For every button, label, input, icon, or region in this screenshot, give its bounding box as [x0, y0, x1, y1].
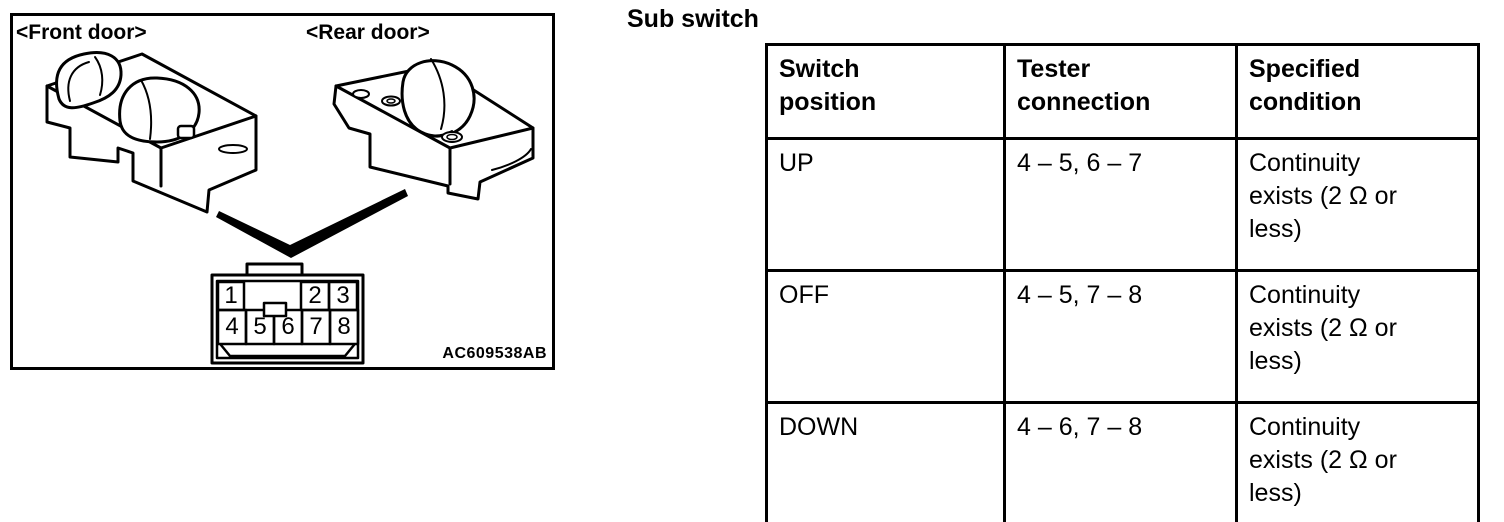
table-row-off: OFF 4 – 5, 7 – 8 Continuity exists (2 Ω …: [765, 269, 1480, 404]
rear-door-switch-drawing: [332, 58, 535, 201]
rear-door-label: <Rear door>: [306, 21, 430, 44]
pointer-chevron: [216, 189, 408, 258]
table-header-row: Switch position Tester connection Specif…: [765, 43, 1480, 140]
connector-pin-6: 6: [281, 313, 295, 340]
connector-pin-4: 4: [225, 313, 239, 340]
connector-pin-2: 2: [308, 282, 322, 309]
cell-connection: 4 – 6, 7 – 8: [1003, 401, 1238, 522]
sub-switch-spec-table: Switch position Tester connection Specif…: [765, 43, 1480, 522]
cell-condition: Continuity exists (2 Ω or less): [1235, 137, 1480, 272]
connector-diagram: [210, 262, 365, 365]
cell-condition: Continuity exists (2 Ω or less): [1235, 269, 1480, 404]
connector-pin-5: 5: [253, 313, 267, 340]
cell-position: OFF: [765, 269, 1006, 404]
connector-pin-7: 7: [309, 313, 323, 340]
figure-code: AC609538AB: [442, 345, 547, 362]
header-switch-position: Switch position: [765, 43, 1006, 140]
header-specified-condition: Specified condition: [1235, 43, 1480, 140]
section-title: Sub switch: [627, 5, 759, 33]
cell-position: UP: [765, 137, 1006, 272]
cell-position: DOWN: [765, 401, 1006, 522]
header-tester-connection: Tester connection: [1003, 43, 1238, 140]
switch-line-art: [45, 51, 535, 365]
connector-pin-3: 3: [336, 282, 350, 309]
connector-pin-8: 8: [337, 313, 351, 340]
front-door-switch-drawing: [45, 51, 258, 214]
table-row-up: UP 4 – 5, 6 – 7 Continuity exists (2 Ω o…: [765, 137, 1480, 272]
switch-figure-box: <Front door> <Rear door> 1 2 3 4 5 6 7 8…: [10, 13, 555, 370]
cell-connection: 4 – 5, 7 – 8: [1003, 269, 1238, 404]
connector-pin-1: 1: [224, 282, 238, 309]
table-row-down: DOWN 4 – 6, 7 – 8 Continuity exists (2 Ω…: [765, 401, 1480, 522]
front-door-label: <Front door>: [16, 21, 147, 44]
cell-condition: Continuity exists (2 Ω or less): [1235, 401, 1480, 522]
cell-connection: 4 – 5, 6 – 7: [1003, 137, 1238, 272]
